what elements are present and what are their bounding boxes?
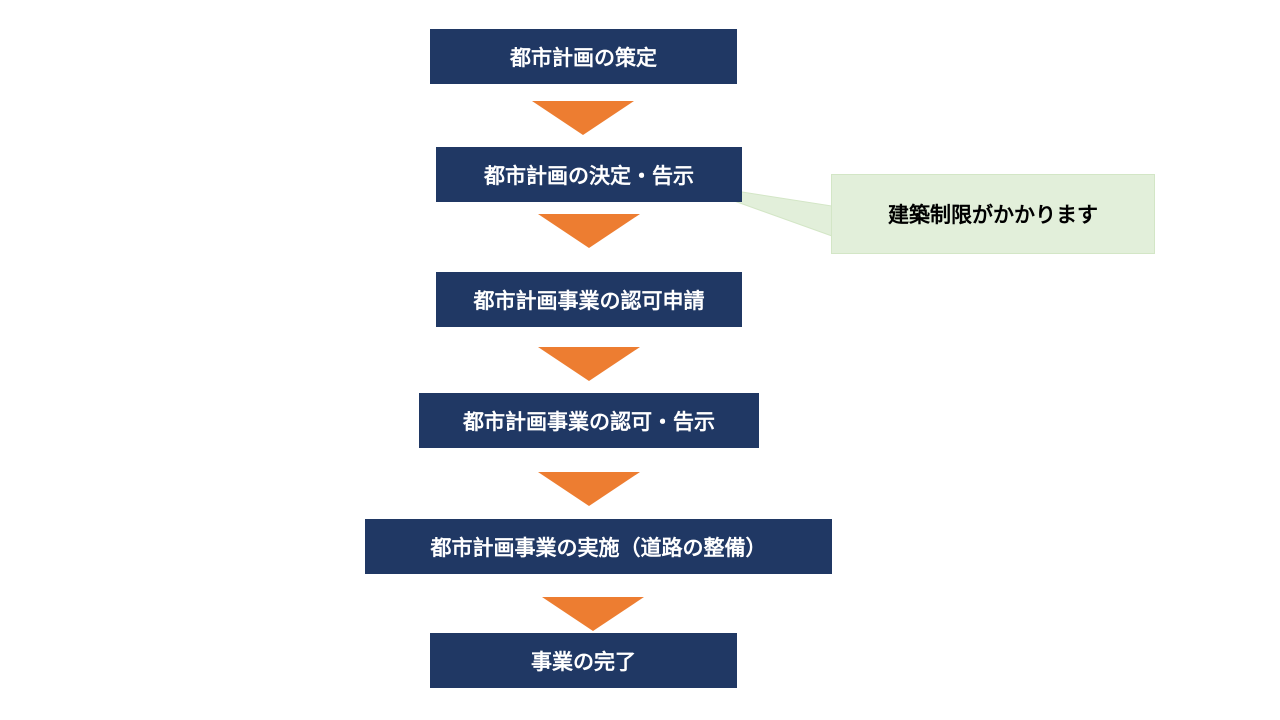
- down-arrow-icon: [532, 101, 634, 135]
- step-label: 都市計画事業の実施（道路の整備）: [430, 535, 767, 560]
- step-label: 都市計画の策定: [510, 45, 657, 70]
- down-arrow-icon: [538, 472, 640, 506]
- step-project-completion: 事業の完了: [430, 633, 737, 688]
- building-restriction-callout: 建築制限がかかります: [831, 174, 1155, 254]
- step-label: 都市計画事業の認可・告示: [463, 409, 715, 434]
- step-label: 都市計画の決定・告示: [484, 163, 694, 188]
- down-arrow-icon: [542, 597, 644, 631]
- step-project-approval-application: 都市計画事業の認可申請: [436, 272, 742, 327]
- step-label: 都市計画事業の認可申請: [473, 288, 705, 313]
- step-label: 事業の完了: [531, 649, 636, 674]
- step-project-implementation: 都市計画事業の実施（道路の整備）: [365, 519, 832, 574]
- step-project-approval-notice: 都市計画事業の認可・告示: [419, 393, 759, 448]
- callout-text: 建築制限がかかります: [888, 203, 1098, 227]
- down-arrow-icon: [538, 214, 640, 248]
- step-plan-decision-notice: 都市計画の決定・告示: [436, 147, 742, 202]
- down-arrow-icon: [538, 347, 640, 381]
- step-plan-formulation: 都市計画の策定: [430, 29, 737, 84]
